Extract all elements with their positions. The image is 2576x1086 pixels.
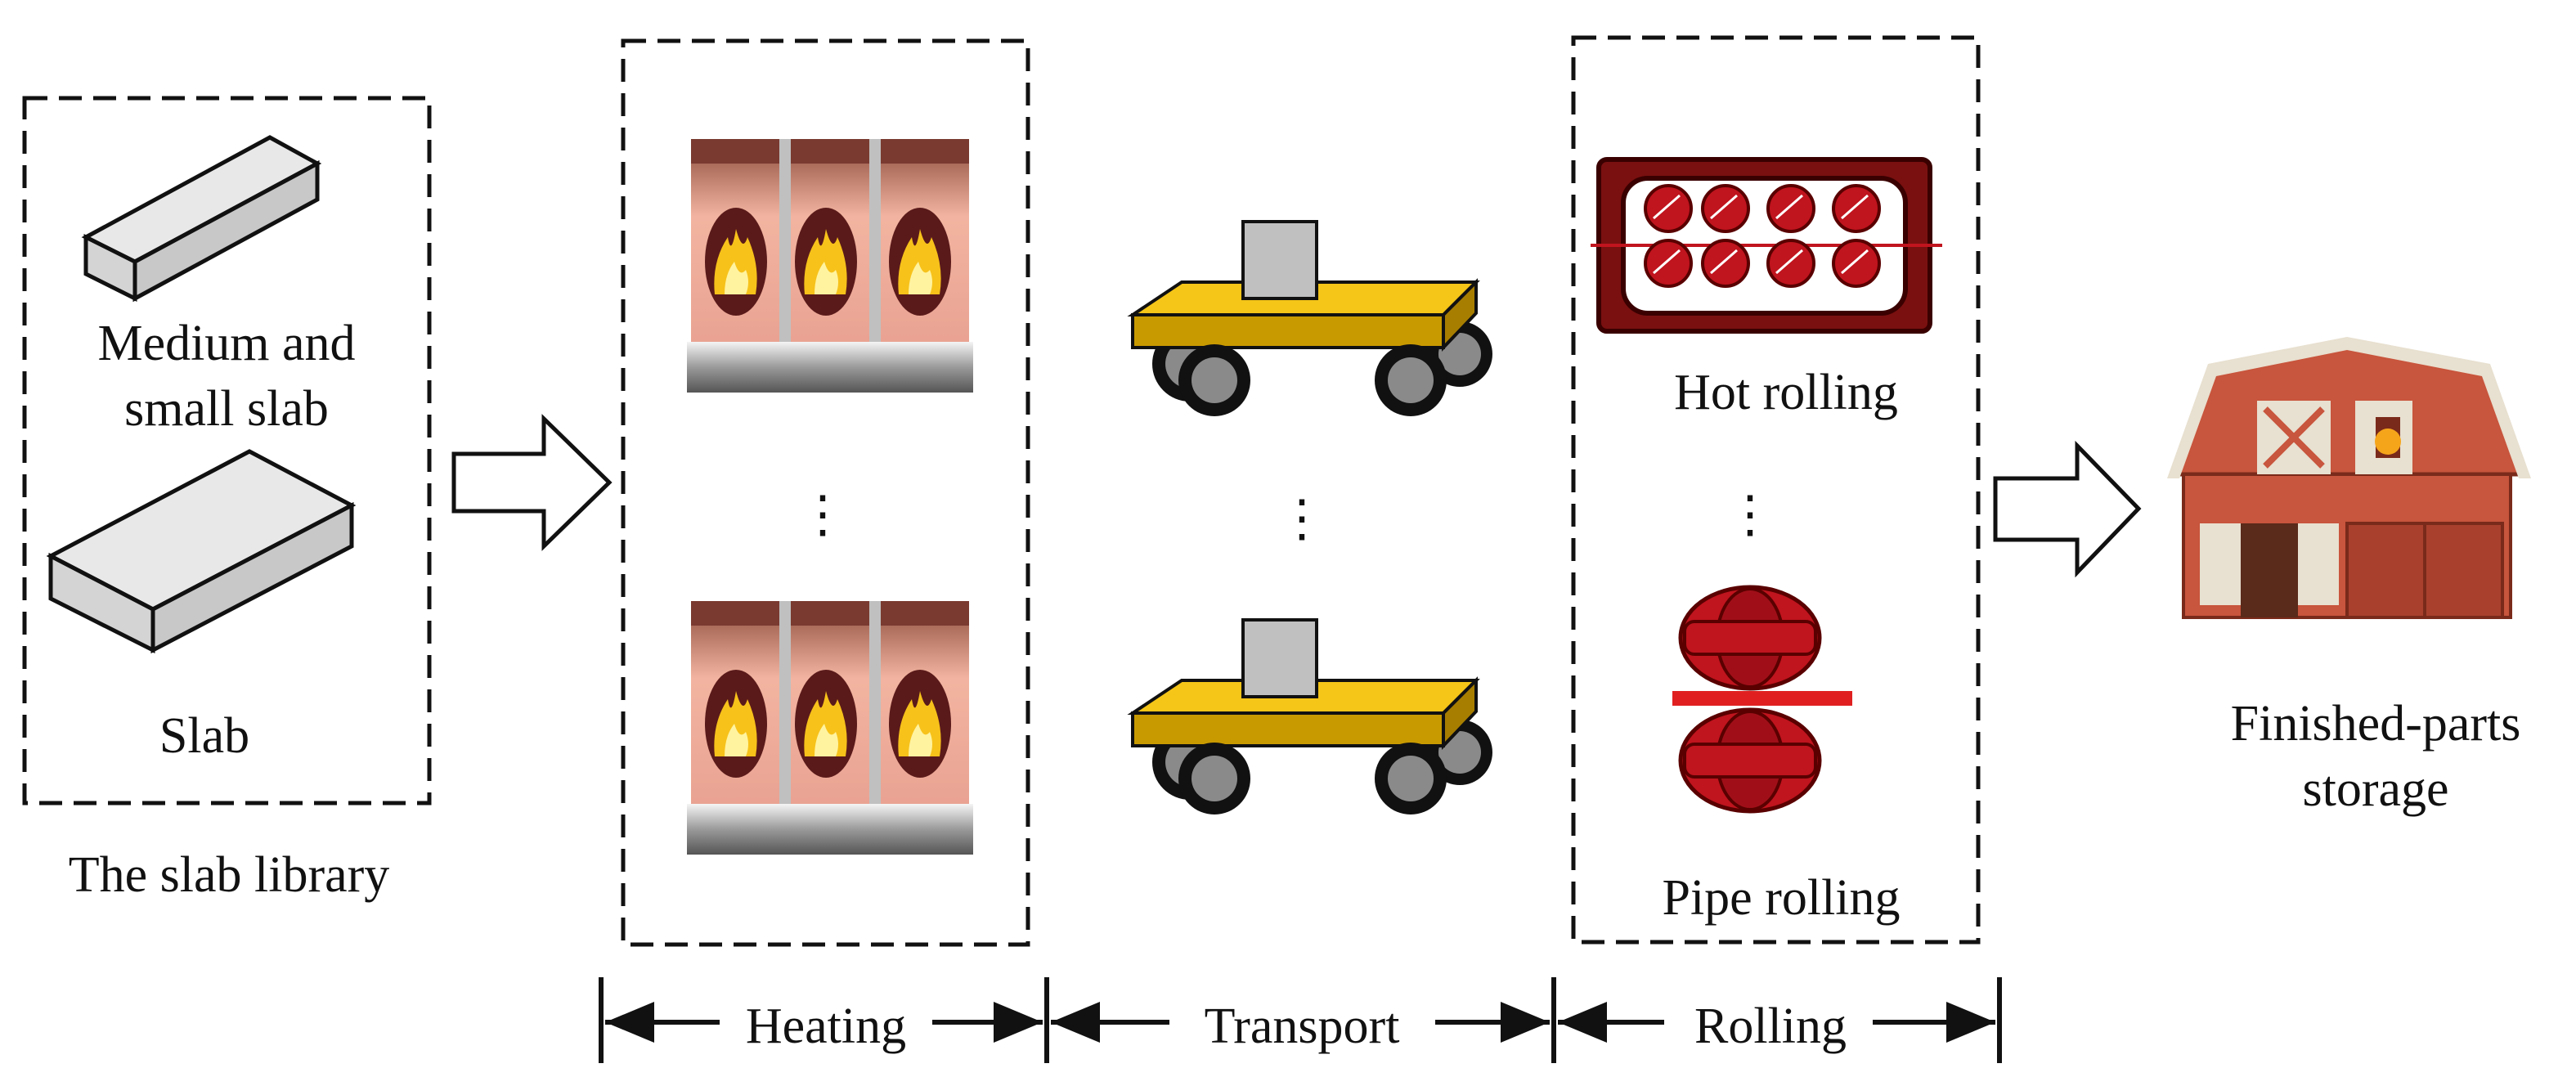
hollow-arrow-icon — [451, 414, 613, 551]
hot-rolling-mill-icon — [1591, 157, 1942, 334]
rolling-border — [1571, 35, 1981, 945]
transport-cart-icon-2 — [1131, 618, 1494, 816]
slab-library-group: Medium and small slab Slab The slab libr… — [22, 96, 432, 903]
rolling-group: Hot rolling ⋮ Pipe rolling — [1571, 35, 1981, 945]
slab-library-border — [22, 96, 432, 806]
transport-cart-icon — [1131, 220, 1494, 418]
storage-label-line2: storage — [2302, 761, 2448, 817]
transport-ellipsis: ⋮ — [1277, 491, 1327, 547]
stage-rolling-label: Rolling — [1694, 998, 1847, 1054]
slab-label: Slab — [159, 708, 249, 764]
slab-library-caption: The slab library — [69, 847, 390, 903]
pipe-rolling-icon — [1672, 585, 1852, 814]
hot-rolling-label: Hot rolling — [1674, 365, 1898, 420]
warehouse-barn-icon — [2167, 337, 2531, 619]
rolling-ellipsis: ⋮ — [1725, 487, 1775, 543]
stage-transport-label: Transport — [1205, 998, 1400, 1054]
slab-icon — [46, 449, 357, 654]
furnace-icon-2 — [687, 601, 973, 855]
heating-border — [621, 38, 1030, 947]
stage-timeline: Heating Transport Rolling — [599, 977, 2002, 1063]
medium-small-slab-label-line1: Medium and — [97, 316, 355, 371]
transport-group: ⋮ — [1131, 220, 1494, 816]
stage-heating-label: Heating — [746, 998, 906, 1054]
storage-label-line1: Finished-parts — [2231, 696, 2521, 752]
heating-group: ⋮ — [621, 38, 1030, 947]
medium-small-slab-label-line2: small slab — [124, 381, 329, 437]
furnace-icon — [687, 139, 973, 393]
pipe-rolling-label: Pipe rolling — [1662, 870, 1900, 926]
hollow-arrow-icon-2 — [1993, 440, 2142, 578]
medium-slab-icon — [81, 135, 322, 303]
heating-ellipsis: ⋮ — [797, 487, 848, 543]
